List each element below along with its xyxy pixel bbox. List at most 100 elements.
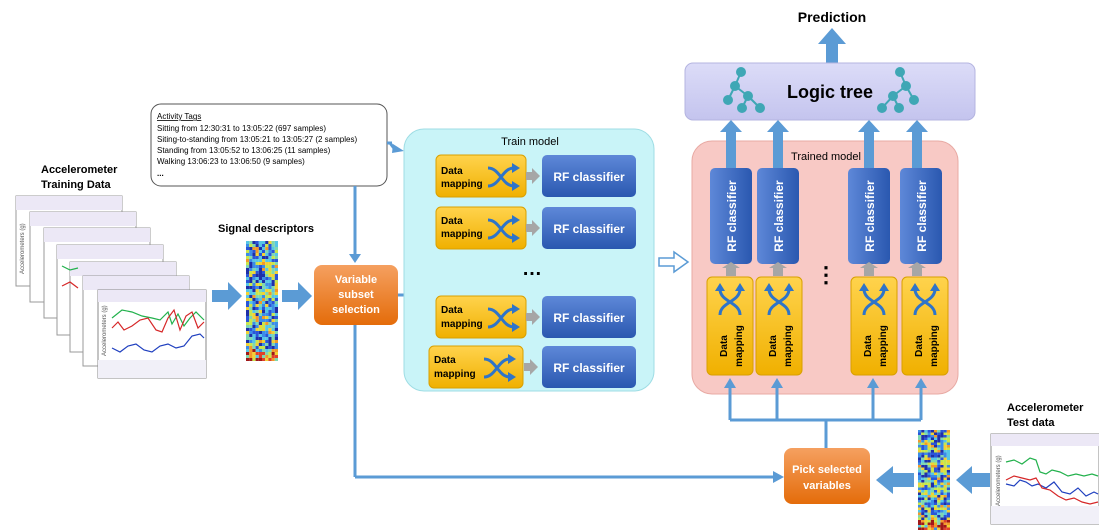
heatmap-cell [274, 241, 278, 244]
heatmap-cell [940, 430, 944, 433]
heatmap-cell [274, 274, 278, 277]
heatmap-cell [930, 430, 934, 433]
heatmap-cell [918, 512, 922, 515]
heatmap-cell [918, 527, 922, 530]
heatmap-cell [937, 482, 941, 485]
heatmap-cell [937, 492, 941, 495]
heatmap-cell [940, 517, 944, 520]
heatmap-cell [934, 470, 938, 473]
heatmap-cell [940, 462, 944, 465]
heatmap-cell [268, 280, 272, 283]
heatmap-cell [946, 515, 950, 518]
heatmap-cell [274, 316, 278, 319]
heatmap-cell [924, 455, 928, 458]
heatmap-cell [924, 450, 928, 453]
heatmap-cell [940, 510, 944, 513]
heatmap-cell [246, 247, 250, 250]
heatmap-cell [265, 268, 269, 271]
test-title-1: Accelerometer [1007, 402, 1084, 414]
heatmap-cell [265, 328, 269, 331]
heatmap-cell [937, 520, 941, 523]
heatmap-cell [262, 241, 266, 244]
heatmap-cell [930, 485, 934, 488]
heatmap-cell [252, 358, 256, 361]
heatmap-cell [252, 304, 256, 307]
heatmap-cell [918, 490, 922, 493]
trained-column-1: RF classifier Data mapping [706, 168, 754, 376]
heatmap-cell [943, 460, 947, 463]
trained-col-1-dm-2: mapping [734, 325, 745, 367]
heatmap-cell [274, 295, 278, 298]
heatmap-cell [934, 485, 938, 488]
heatmap-cell [274, 250, 278, 253]
heatmap-cell [255, 337, 259, 340]
heatmap-cell [249, 241, 253, 244]
heatmap-cell [255, 268, 259, 271]
heatmap-cell [252, 283, 256, 286]
train-row-1: Data mapping RF classifier [435, 154, 636, 198]
heatmap-cell [924, 452, 928, 455]
heatmap-cell [249, 262, 253, 265]
heatmap-cell [937, 470, 941, 473]
heatmap-cell [924, 487, 928, 490]
heatmap-cell [930, 522, 934, 525]
heatmap-cell [937, 460, 941, 463]
heatmap-cell [249, 349, 253, 352]
heatmap-cell [930, 490, 934, 493]
heatmap-cell [927, 517, 931, 520]
heatmap-cell [271, 292, 275, 295]
heatmap-cell [934, 440, 938, 443]
heatmap-cell [927, 437, 931, 440]
heatmap-cell [265, 241, 269, 244]
heatmap-cell [268, 310, 272, 313]
heatmap-cell [255, 274, 259, 277]
heatmap-cell [943, 455, 947, 458]
heatmap-cell [918, 440, 922, 443]
heatmap-cell [271, 358, 275, 361]
trained-model-title: Trained model [791, 151, 861, 163]
heatmap-cell [262, 298, 266, 301]
heatmap-cell [268, 355, 272, 358]
heatmap-cell [252, 256, 256, 259]
heatmap-cell [252, 298, 256, 301]
heatmap-cell [934, 482, 938, 485]
heatmap-cell [258, 352, 262, 355]
heatmap-cell [246, 325, 250, 328]
heatmap-cell [262, 334, 266, 337]
heatmap-cell [258, 334, 262, 337]
heatmap-cell [249, 280, 253, 283]
heatmap-cell [937, 440, 941, 443]
heatmap-cell [265, 295, 269, 298]
heatmap-cell [255, 313, 259, 316]
heatmap-cell [265, 244, 269, 247]
heatmap-cell [258, 313, 262, 316]
heatmap-cell [271, 343, 275, 346]
heatmap-cell [246, 334, 250, 337]
heatmap-cell [918, 507, 922, 510]
heatmap-cell [943, 500, 947, 503]
heatmap-cell [268, 322, 272, 325]
heatmap-cell [921, 502, 925, 505]
heatmap-cell [255, 346, 259, 349]
heatmap-cell [927, 507, 931, 510]
heatmap-cell [271, 319, 275, 322]
heatmap-cell [924, 492, 928, 495]
heatmap-cell [927, 462, 931, 465]
heatmap-cell [271, 268, 275, 271]
heatmap-cell [249, 352, 253, 355]
heatmap-cell [943, 435, 947, 438]
heatmap-cell [930, 472, 934, 475]
heatmap-cell [265, 298, 269, 301]
heatmap-cell [255, 244, 259, 247]
heatmap-cell [943, 525, 947, 528]
heatmap-cell [937, 500, 941, 503]
heatmap-cell [255, 304, 259, 307]
heatmap-cell [940, 440, 944, 443]
heatmap-cell [940, 527, 944, 530]
heatmap-cell [249, 337, 253, 340]
heatmap-cell [927, 492, 931, 495]
heatmap-cell [930, 505, 934, 508]
activity-tag-line-3: Standing from 13:05:52 to 13:06:25 (11 s… [157, 146, 331, 155]
heatmap-cell [268, 250, 272, 253]
heatmap-cell [946, 470, 950, 473]
